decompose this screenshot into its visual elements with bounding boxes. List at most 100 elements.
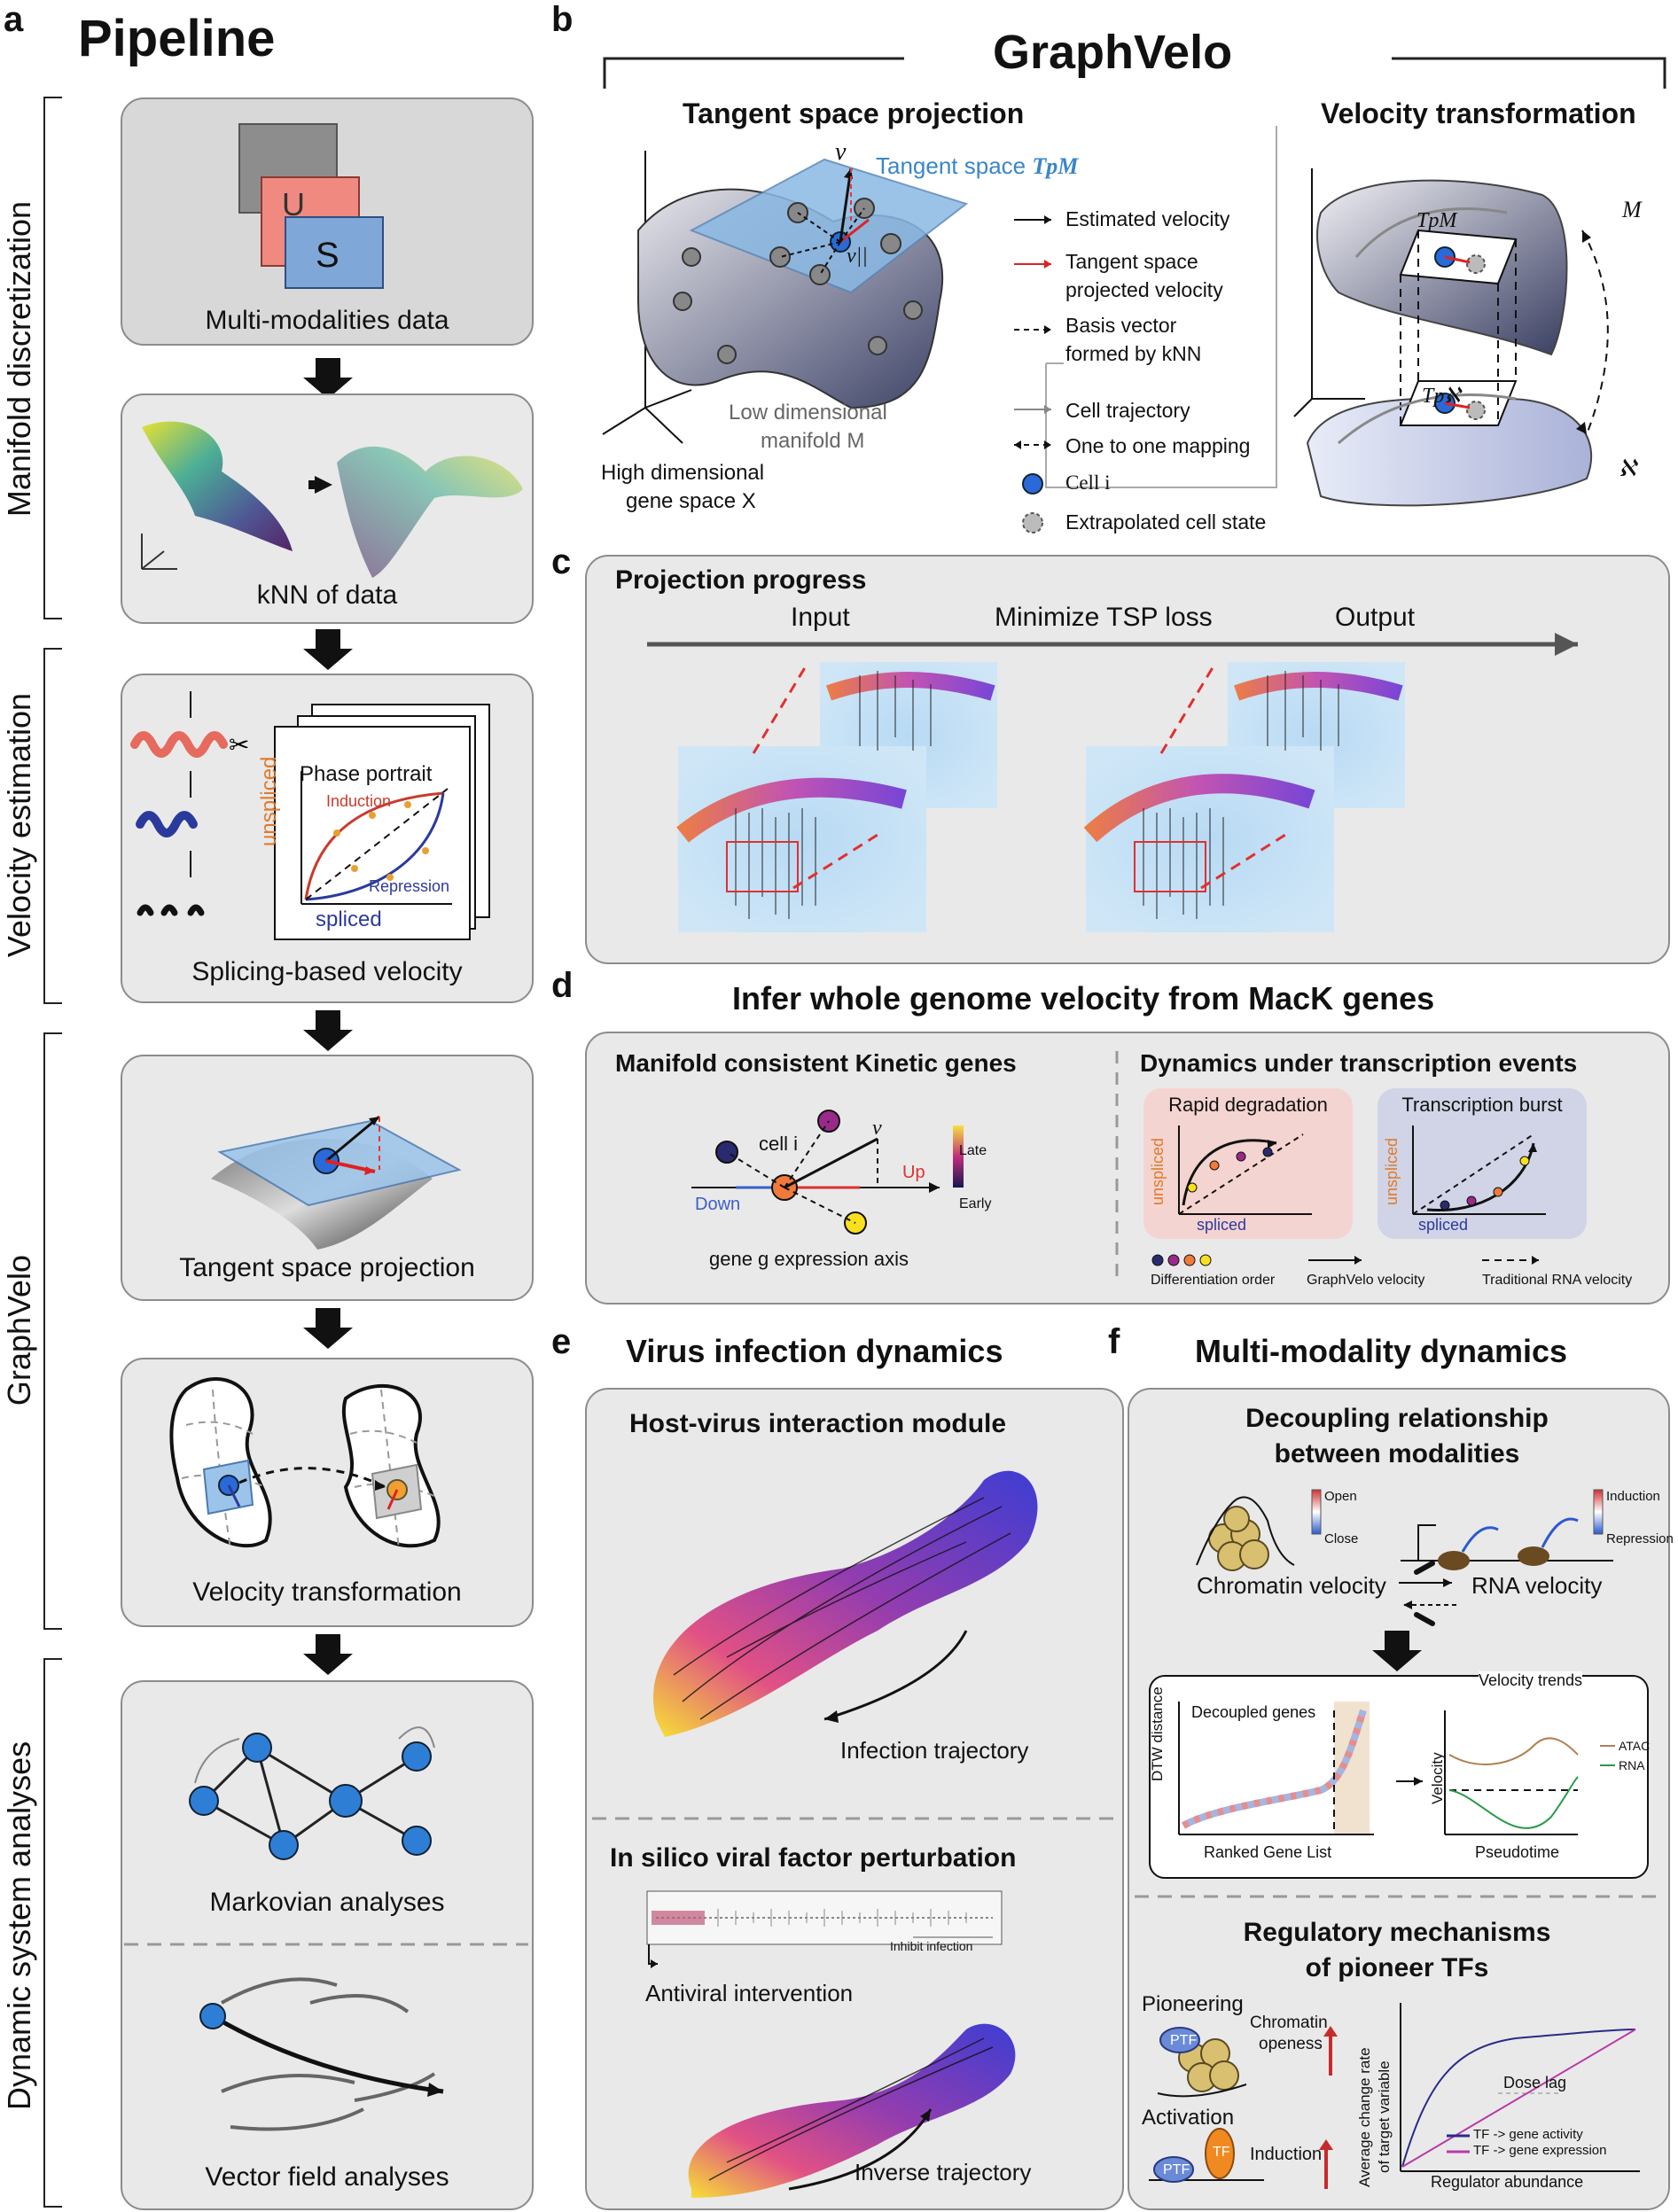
markovian-label: Markovian analyses [209,1888,445,1917]
e-divider [592,1817,1113,1820]
markov-graph-icon [189,1726,435,1860]
vt-diagram [1293,168,1609,507]
tsp-diagram [602,126,1277,488]
dose-lag-plot [1400,2003,1640,2172]
side-label-velocity: Velocity estimation [1,692,37,958]
down-arrow-icon [303,629,353,670]
ptf-label-2: PTF [1163,2162,1190,2177]
tangent-space-text: Tangent space [876,152,1026,179]
velocity-axis: Velocity [1429,1752,1446,1804]
d-legend-traditional: Traditional RNA velocity [1482,1273,1633,1288]
low-dim-label: Low dimensional [729,401,887,424]
f-down-arrow-icon [1372,1631,1422,1671]
unspliced-axis: unspliced [257,756,281,846]
induction2-label: Induction [1250,2145,1323,2164]
down-arrow-icon [303,1010,353,1051]
perturb-title: In silico viral factor perturbation [610,1843,1017,1873]
panel-letter-f: f [1108,1322,1120,1361]
open-label: Open [1324,1489,1357,1504]
decoupled-plot-card [1149,1675,1649,1879]
inhibit-label: Inhibit infection [890,1939,973,1953]
pioneering-icon [1157,2026,1338,2098]
legend-tf-expression: TF -> gene expression [1473,2143,1607,2158]
atac-label: ATAC [1619,1739,1651,1753]
inverse-stream-plot [688,2023,1016,2198]
pioneering-label: Pioneering [1142,1992,1244,2016]
tangent-space-label: Tangent space TpM [876,152,1078,180]
rapid-label: Rapid degradation [1168,1094,1328,1116]
induction-key: Induction [1606,1489,1660,1504]
high-dim-label: High dimensional [601,461,765,485]
graphvelo-title: GraphVelo [993,26,1233,79]
infection-stream-plot [652,1470,1038,1737]
legend-tf-activity: TF -> gene activity [1473,2127,1583,2142]
tsp-title: Tangent space projection [683,97,1025,129]
vector-field-icon [199,1977,444,2131]
d-spliced-1: spliced [1197,1216,1247,1234]
d-legend-diff: Differentiation order [1151,1273,1276,1288]
chromatin-velocity-label: Chromatin velocity [1197,1572,1386,1599]
phase-portrait-title: Phase portrait [300,762,433,786]
tangent-plane-icon [211,1115,462,1250]
legend-mapping: One to one mapping [1065,434,1251,457]
module-title: Host-virus interaction module [629,1409,1007,1438]
pseudotime-label: Pseudotime [1475,1843,1560,1861]
svg-text:✂: ✂ [229,731,249,759]
down-arrow-icon [303,1308,353,1349]
f-title: Multi-modality dynamics [1195,1333,1568,1369]
repression-label: Repression [369,877,450,895]
manifold-label: manifold M [761,429,865,453]
repression-key: Repression [1606,1531,1674,1546]
ranked-label: Ranked Gene List [1204,1843,1332,1861]
v-label: v [835,138,847,166]
activation-icon [1149,2128,1333,2189]
down-arrow-icon [303,1634,353,1675]
panel-letter-e: e [551,1322,572,1361]
projection-title: Projection progress [615,565,867,595]
vt-tpn: Tpℵ [1422,385,1461,408]
panel-letter-a: a [4,0,24,39]
multi-modalities-label: Multi-modalities data [205,306,449,335]
induction-label: Induction [326,792,392,810]
f-divider [1135,1895,1656,1898]
cell-i-label: cell i [759,1133,799,1155]
legend-cell: Cell i [1065,471,1111,494]
dynamics-plots [1178,1125,1546,1215]
tsp-label: Tangent space projection [179,1253,475,1282]
tangent-space-math: TpM [1032,153,1079,179]
side-label-graphvelo: GraphVelo [1,1254,37,1406]
d-title: Infer whole genome velocity from MacK ge… [732,980,1435,1016]
d-unspliced-2: unspliced [1383,1137,1401,1205]
mack-title: Manifold consistent Kinetic genes [615,1049,1017,1077]
decoupled-label: Decoupled genes [1191,1703,1316,1721]
legend-tangent: Tangent space [1065,250,1198,273]
panel-letter-c: c [551,542,572,581]
gene-space-label: gene space X [626,489,756,513]
dynamics-title: Dynamics under transcription events [1140,1049,1578,1077]
dtw-axis: DTW distance [1149,1686,1166,1781]
legend-basis: Basis vector [1065,314,1177,337]
reg-title-1: Regulatory mechanisms [1243,1918,1551,1947]
v-parallel-label: v|| [847,245,868,268]
vt-n: ℵ [1619,456,1636,481]
rna-label: RNA [1619,1758,1645,1772]
legend-trajectory: Cell trajectory [1065,399,1190,422]
vector-field-label: Vector field analyses [205,2162,449,2192]
data-layers-icon [238,123,384,289]
vt-tpm: TpM [1417,209,1457,232]
reg-title-2: of pioneer TFs [1305,1953,1489,1982]
d-legend-icons [1151,1254,1539,1266]
decoupling-title-1: Decoupling relationship [1245,1404,1549,1433]
activation-label: Activation [1142,2106,1235,2130]
legend-estimated: Estimated velocity [1065,207,1230,230]
phase-portrait-stack [274,704,490,940]
infection-traj-label: Infection trajectory [840,1737,1029,1764]
yaxis-label-1: Average change rate [1356,2047,1373,2187]
rna-velocity-label: RNA velocity [1471,1572,1603,1599]
chromatin-rna-icons [1196,1489,1613,1571]
ptf-label-1: PTF [1170,2033,1198,2048]
mack-diagram [691,1110,964,1235]
yaxis-label-2: of target variable [1376,2060,1393,2173]
legend-icons [1014,215,1051,534]
legend-extrapolated: Extrapolated cell state [1065,510,1267,534]
